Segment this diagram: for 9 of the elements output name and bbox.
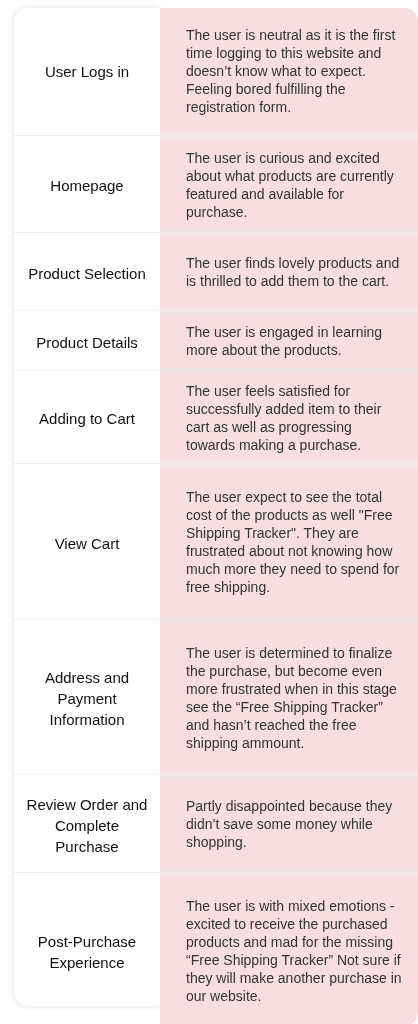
emotion-description: The user is engaged in learning more about the products.: [185, 323, 384, 359]
emotion-description: The user is neutral as it is the first time logging to this website and doesn’t know what to expect. Feeling bored fulfilling the registration form.: [185, 25, 397, 116]
emotion-description: The user expect to see the total cost of the products as well "Free Shipping Tracker". They are frustrated about not knowing how much more they need to spend for free shipping.: [185, 488, 401, 596]
emotion-description: Partly disappointed because they didn’t save some money while shopping.: [185, 797, 394, 851]
emotion-description: The user is curious and excited about what products are currently featured and available for purchase.: [185, 148, 395, 221]
emotion-description: The user feels satisfied for successfully added item to their cart as well as progressing towards making a purchase.: [185, 381, 383, 454]
emotion-description: The user finds lovely products and is thrilled to add them to the cart.: [185, 254, 401, 290]
emotion-description: The user is determined to finalize the purchase, but become even more frustrated when in this stage see the “Free Shipping Tracker” and hasn’t reached the free shipping ammount.: [185, 643, 398, 752]
emotion-description: The user is with mixed emotions - excited to receive the purchased products and mad for the missing “Free Shipping Tracker” Not sure if they will make another purchase in our website.: [185, 897, 403, 1005]
